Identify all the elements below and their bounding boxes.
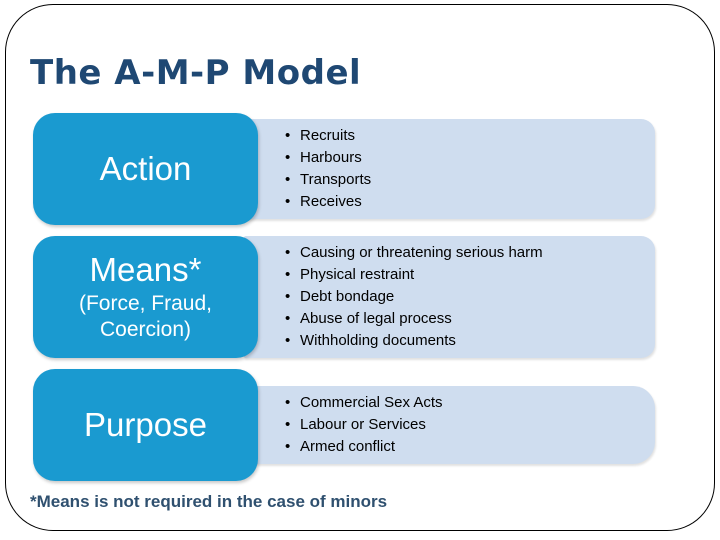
bullet-item: Recruits <box>284 125 645 147</box>
row-purpose: Purpose Commercial Sex Acts Labour or Se… <box>33 369 655 481</box>
row-action: Action Recruits Harbours Transports Rece… <box>33 113 655 225</box>
footnote: *Means is not required in the case of mi… <box>30 492 388 511</box>
bullet-item: Labour or Services <box>284 414 645 436</box>
purpose-box: Purpose <box>33 369 258 481</box>
purpose-bullet-list: Commercial Sex Acts Labour or Services A… <box>284 392 645 458</box>
bullet-item: Causing or threatening serious harm <box>284 242 645 264</box>
bullet-item: Commercial Sex Acts <box>284 392 645 414</box>
bullet-item: Abuse of legal process <box>284 308 645 330</box>
row-means: Means* (Force, Fraud, Coercion) Causing … <box>33 236 655 358</box>
action-bullet-panel: Recruits Harbours Transports Receives <box>244 119 655 219</box>
amp-model-rows: Action Recruits Harbours Transports Rece… <box>33 113 655 481</box>
bullet-item: Armed conflict <box>284 436 645 458</box>
bullet-item: Physical restraint <box>284 264 645 286</box>
action-box-label: Action <box>99 150 192 187</box>
bullet-item: Harbours <box>284 147 645 169</box>
means-bullet-list: Causing or threatening serious harm Phys… <box>284 242 645 352</box>
purpose-bullet-panel: Commercial Sex Acts Labour or Services A… <box>244 386 655 464</box>
action-bullet-list: Recruits Harbours Transports Receives <box>284 125 645 213</box>
means-box-sublabel: (Force, Fraud, Coercion) <box>78 292 213 341</box>
means-box: Means* (Force, Fraud, Coercion) <box>33 236 258 358</box>
slide-title: The A-M-P Model <box>30 53 362 93</box>
bullet-item: Debt bondage <box>284 286 645 308</box>
bullet-item: Receives <box>284 191 645 213</box>
bullet-item: Transports <box>284 169 645 191</box>
means-bullet-panel: Causing or threatening serious harm Phys… <box>244 236 655 358</box>
action-box: Action <box>33 113 258 225</box>
bullet-item: Withholding documents <box>284 330 645 352</box>
purpose-box-label: Purpose <box>84 406 207 443</box>
means-box-label: Means* <box>89 251 202 288</box>
